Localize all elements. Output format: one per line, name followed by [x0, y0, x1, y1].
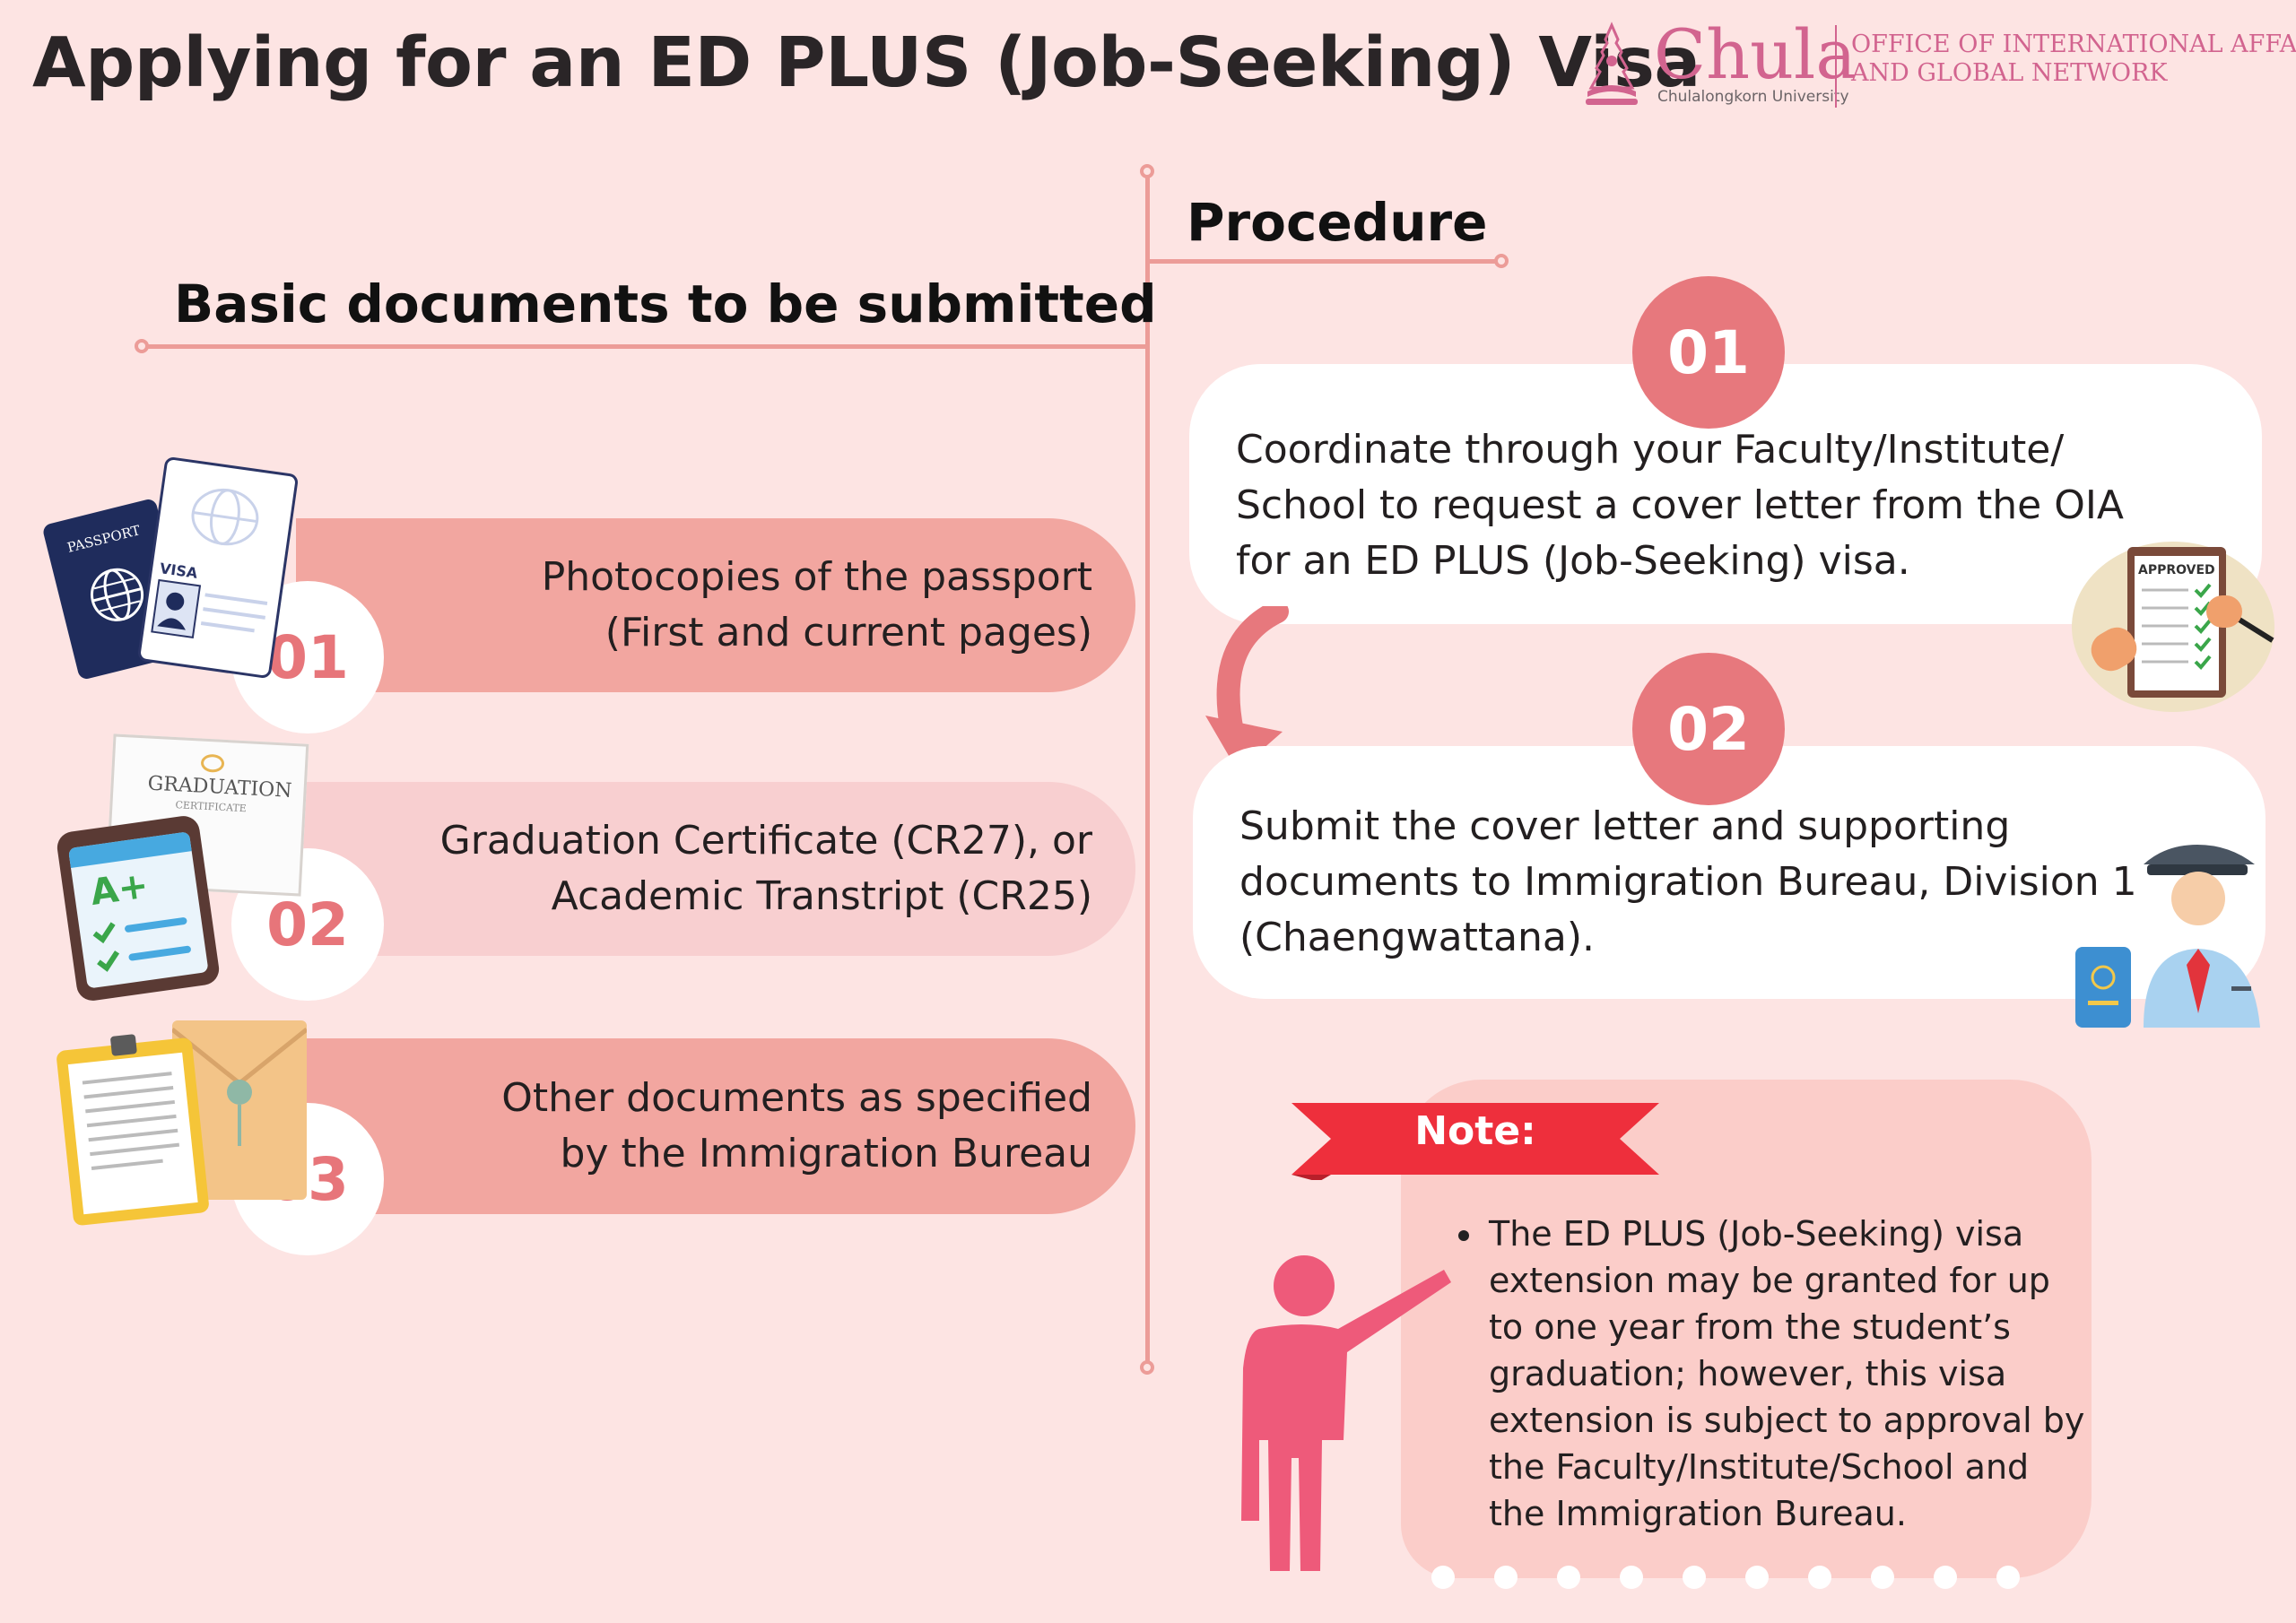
clipboard: [56, 1034, 210, 1227]
visa-photo: [151, 578, 202, 638]
office-line-1: OFFICE OF INTERNATIONAL AFFAIRS: [1851, 30, 2296, 58]
document-item-2-line-2: Academic Transtript (CR25): [551, 873, 1092, 919]
brand-divider: [1835, 25, 1837, 108]
documents-illustration: [56, 1013, 316, 1237]
procedure-step-2-line-3: (Chaengwattana).: [1239, 915, 1596, 960]
page-title: Applying for an ED PLUS (Job-Seeking) Vi…: [32, 23, 1700, 103]
note-text: The ED PLUS (Job-Seeking) visa extension…: [1489, 1211, 2084, 1537]
decorative-dots: [1431, 1566, 2023, 1591]
documents-underline-dot: [135, 339, 149, 353]
note-line-7: the Immigration Bureau.: [1489, 1494, 1907, 1533]
document-item-2: Graduation Certificate (CR27), or Academ…: [296, 782, 1135, 956]
document-item-2-line-1: Graduation Certificate (CR27), or: [439, 818, 1092, 864]
note-line-2: extension may be granted for up: [1489, 1261, 2050, 1300]
procedure-step-1: Coordinate through your Faculty/Institut…: [1189, 364, 2262, 624]
person-icon: [157, 592, 186, 630]
documents-heading: Basic documents to be submitted: [174, 273, 1157, 334]
document-item-1: Photocopies of the passport (First and c…: [296, 518, 1135, 692]
procedure-number-1: 01: [1632, 276, 1785, 429]
procedure-step-2-line-1: Submit the cover letter and supporting: [1239, 803, 2011, 849]
crest-icon: [1586, 22, 1638, 105]
certificate-illustration: GRADUATION CERTIFICATE A+: [55, 733, 314, 1003]
document-item-1-line-2: (First and current pages): [604, 610, 1092, 655]
globe-icon-faded: [191, 488, 259, 546]
note-line-3: to one year from the student’s: [1489, 1307, 2011, 1347]
grade-label: A+: [87, 864, 152, 914]
procedure-step-1-line-3: for an ED PLUS (Job-Seeking) visa.: [1236, 538, 1910, 584]
certificate-seal-icon: [200, 753, 225, 773]
approved-label: APPROVED: [2138, 563, 2215, 577]
checklist-icon: [92, 917, 191, 972]
visa-label: VISA: [158, 560, 199, 582]
document-item-1-line-1: Photocopies of the passport: [541, 554, 1092, 600]
procedure-step-1-line-1: Coordinate through your Faculty/Institut…: [1236, 427, 2065, 473]
document-item-3-line-2: by the Immigration Bureau: [560, 1131, 1092, 1176]
note-ribbon: [1292, 1103, 1659, 1180]
grade-tablet: A+: [55, 813, 222, 1003]
brand-name: Chula: [1654, 14, 1857, 94]
hand-right: [2206, 595, 2242, 628]
immigration-officer-icon: [2075, 845, 2260, 1028]
divider-top-dot: [1140, 164, 1154, 178]
chula-logo: Chula Chulalongkorn University OFFICE OF…: [1580, 14, 2296, 118]
document-item-3: Other documents as specified by the Immi…: [296, 1038, 1135, 1214]
procedure-underline-dot: [1494, 254, 1509, 268]
document-item-3-line-1: Other documents as specified: [501, 1075, 1092, 1121]
note-label: Note:: [1414, 1108, 1536, 1154]
documents-underline: [144, 344, 1148, 349]
approved-illustration: APPROVED: [2072, 542, 2276, 712]
divider-bottom-dot: [1140, 1360, 1154, 1375]
passport-book: PASSPORT: [41, 497, 194, 681]
note-line-1: The ED PLUS (Job-Seeking) visa: [1489, 1214, 2024, 1254]
office-line-2: AND GLOBAL NETWORK: [1851, 59, 2168, 87]
brand-university: Chulalongkorn University: [1657, 88, 1849, 106]
procedure-number-2: 02: [1632, 653, 1785, 805]
note-line-5: extension is subject to approval by: [1489, 1401, 2085, 1440]
certificate-subtitle: CERTIFICATE: [175, 799, 248, 815]
passport-illustration: PASSPORT VISA: [41, 456, 319, 690]
globe-icon: [91, 568, 144, 621]
procedure-heading: Procedure: [1187, 192, 1488, 253]
checkmarks-icon: [2142, 583, 2212, 670]
curved-arrow-icon: [1205, 606, 1289, 771]
passport-label: PASSPORT: [65, 522, 143, 556]
note-bullet: [1458, 1230, 1469, 1241]
vertical-divider: [1145, 173, 1150, 1366]
procedure-underline: [1148, 259, 1500, 264]
pointing-person-icon: [1241, 1255, 1451, 1571]
certificate-title: GRADUATION: [147, 772, 293, 803]
procedure-step-1-line-2: School to request a cover letter from th…: [1236, 482, 2124, 528]
procedure-step-2: Submit the cover letter and supporting d…: [1193, 746, 2266, 999]
note-line-4: graduation; however, this visa: [1489, 1354, 2007, 1393]
clipboard-clip-icon: [109, 1034, 137, 1056]
visa-page: VISA: [136, 456, 300, 680]
note-line-6: the Faculty/Institute/School and: [1489, 1447, 2030, 1487]
procedure-step-2-line-2: documents to Immigration Bureau, Divisio…: [1239, 859, 2137, 905]
